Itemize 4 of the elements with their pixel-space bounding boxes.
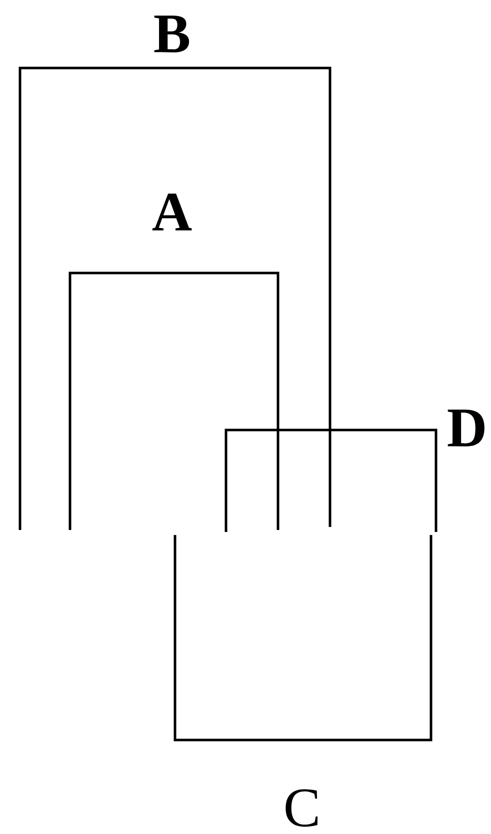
bracket-label: B [154,16,190,52]
bracket-label: C [286,789,318,827]
bracket-label: A [152,194,192,230]
bracket-label: D [448,410,484,446]
